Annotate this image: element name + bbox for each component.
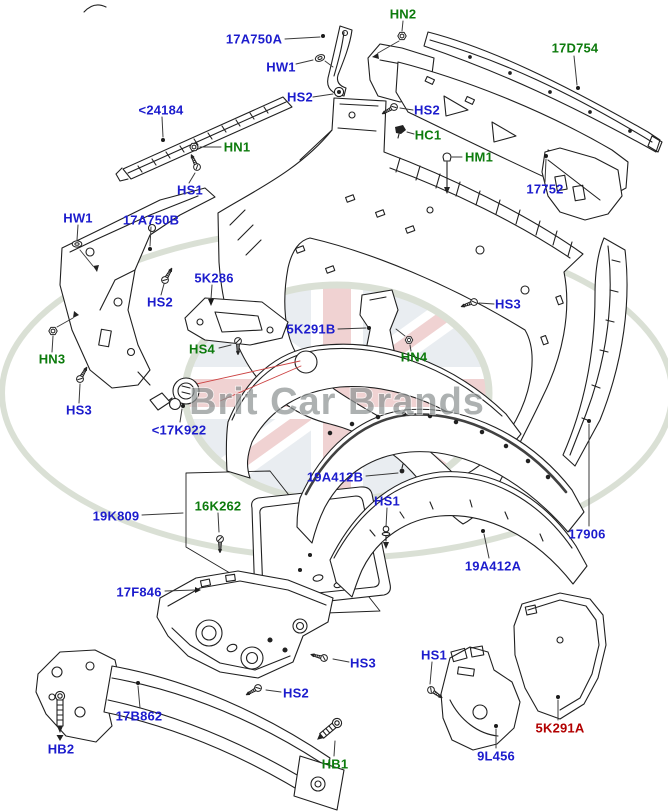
label-hw1-top: HW1 — [266, 59, 296, 75]
label-hs2-top: HS2 — [287, 89, 313, 105]
box-19k809-outline — [185, 470, 381, 615]
label-5k291a: 5K291A — [535, 720, 585, 736]
label-17b862: 17B862 — [115, 708, 163, 724]
label-hs1-bottom: HS1 — [421, 647, 447, 663]
label-5k286: 5K286 — [194, 270, 234, 286]
label-hn2: HN2 — [389, 6, 417, 22]
label-hs1-top: HS1 — [177, 182, 203, 198]
watermark-text: Brit Car Brands — [189, 381, 485, 423]
plate-17f846-part — [156, 570, 334, 679]
absorber-17752-part — [367, 43, 629, 221]
leader-lines — [51, 20, 591, 757]
label-17906: 17906 — [568, 526, 606, 542]
label-16k262: 16K262 — [194, 498, 242, 514]
label-17a750a: 17A750A — [225, 31, 283, 47]
label-17752: 17752 — [526, 181, 564, 197]
sensor-17k922-part — [149, 360, 302, 411]
label-hs4: HS4 — [189, 341, 215, 357]
label-hw1-left: HW1 — [63, 210, 93, 226]
label-hs3-bottom: HS3 — [350, 655, 376, 671]
label-9l456: 9L456 — [477, 748, 515, 764]
label-5k291b: 5K291B — [286, 321, 336, 337]
valance-panel-part — [217, 97, 584, 525]
label-24184: <24184 — [138, 102, 184, 118]
label-19a412a: 19A412A — [464, 558, 522, 574]
label-hs2-bottom: HS2 — [283, 685, 309, 701]
bumper-cover-shells-part — [225, 343, 588, 598]
label-hs1-cover: HS1 — [374, 493, 400, 509]
label-19a412b: 19A412B — [306, 469, 364, 485]
label-hn4: HN4 — [400, 349, 428, 365]
hb2-bolt — [54, 690, 66, 741]
label-17a750b: 17A750B — [122, 212, 180, 228]
label-hs2-bracket: HS2 — [147, 294, 173, 310]
label-17d754: 17D754 — [551, 40, 599, 56]
label-hs3-panel: HS3 — [495, 296, 521, 312]
bracket-17a750a-part — [327, 25, 353, 97]
label-hn1: HN1 — [223, 139, 251, 155]
label-hs3-left: HS3 — [66, 402, 92, 418]
hb1-bolt — [317, 717, 343, 740]
label-17f846: 17F846 — [116, 584, 162, 600]
decor-arc — [83, 4, 107, 13]
beam-17b862-part — [35, 649, 345, 811]
label-hm1: HM1 — [464, 149, 494, 165]
bracket-17a750b-part — [59, 187, 216, 389]
panel-5k291a-part — [513, 592, 607, 720]
label-hs2-pillar: HS2 — [414, 102, 440, 118]
blade-17906-part — [562, 237, 628, 467]
label-hb2: HB2 — [47, 741, 75, 757]
fasteners — [48, 31, 479, 741]
strip-24184-part — [115, 96, 293, 182]
label-19k809: 19K809 — [92, 508, 140, 524]
label-hn3: HN3 — [38, 351, 66, 367]
label-hc1: HC1 — [414, 127, 442, 143]
label-17k922: <17K922 — [151, 422, 207, 438]
label-hb1: HB1 — [321, 756, 349, 772]
bar-17d754-part — [423, 31, 663, 153]
bracket-9l456-part — [440, 645, 521, 751]
plate-5k286-part — [184, 297, 289, 346]
